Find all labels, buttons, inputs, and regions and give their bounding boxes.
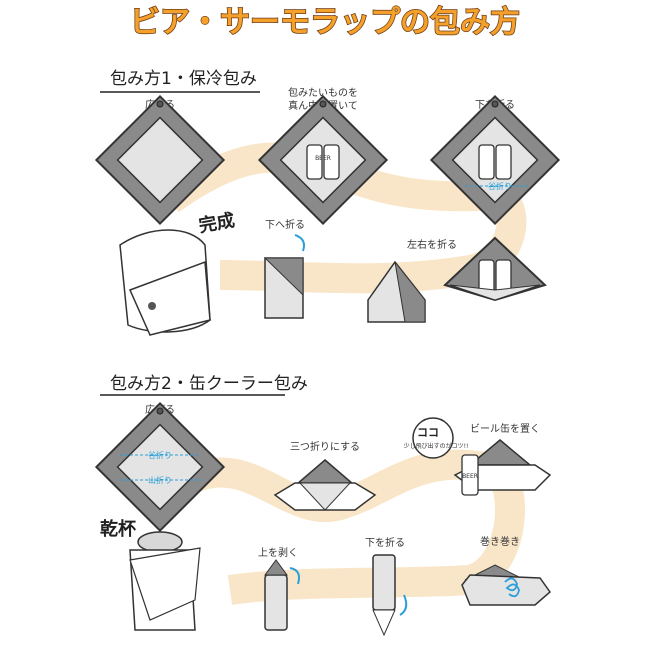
- fold-sides-diagram: [443, 236, 547, 302]
- method1-heading: 包み方1・保冷包み: [110, 69, 257, 89]
- fold-down-diagram: [263, 234, 305, 319]
- fold-bottom-diagram: [372, 554, 408, 637]
- roll-arrow-icon: [504, 577, 520, 598]
- tri-fold-diagram: [273, 459, 377, 511]
- bubble-title: ココ: [417, 426, 439, 439]
- roll-diagram: [461, 564, 552, 606]
- wrap-spread-diagram: [95, 95, 225, 225]
- step-label: ビール缶を置く: [470, 422, 540, 435]
- arrow-icon: [294, 234, 305, 252]
- bubble-text: 少し飛び出すのがコツ!!: [404, 442, 469, 450]
- step-label: 包みたいものを: [288, 86, 358, 99]
- finished-wrap-illustration: [119, 229, 211, 336]
- arrow-icon: [399, 594, 408, 616]
- step-label: 下へ折る: [265, 218, 305, 231]
- tip-speech-bubble: ココ 少し飛び出すのがコツ!!: [404, 417, 469, 459]
- fold-label: 谷折り: [148, 450, 172, 460]
- can-label: BEER: [315, 155, 331, 162]
- step-label: 三つ折りにする: [290, 440, 360, 453]
- arrow-icon: [289, 567, 300, 585]
- cheers-label: 乾杯: [100, 518, 137, 540]
- fold-label: 山折り: [148, 475, 172, 485]
- can-cooler-illustration: [129, 531, 201, 631]
- place-can-diagram: BEER: [453, 439, 552, 496]
- complete-label: 完成: [197, 209, 236, 237]
- step-label: 巻き巻き: [480, 536, 520, 548]
- step-label: 左右を折る: [407, 238, 457, 251]
- page-title: ビア・サーモラップの包み方: [130, 5, 520, 40]
- fold-sides-result-diagram: [367, 260, 426, 323]
- fold-label: 谷折り: [488, 181, 512, 191]
- step-label: 下を折る: [365, 536, 405, 549]
- step-label: 上を剥く: [258, 547, 298, 559]
- method2-heading: 包み方2・缶クーラー包み: [110, 374, 308, 394]
- peel-top-diagram: [264, 559, 300, 631]
- beer-can-icon: [461, 454, 479, 496]
- wrap-spread-diagram: [95, 402, 225, 532]
- can-label: BEER: [462, 473, 478, 480]
